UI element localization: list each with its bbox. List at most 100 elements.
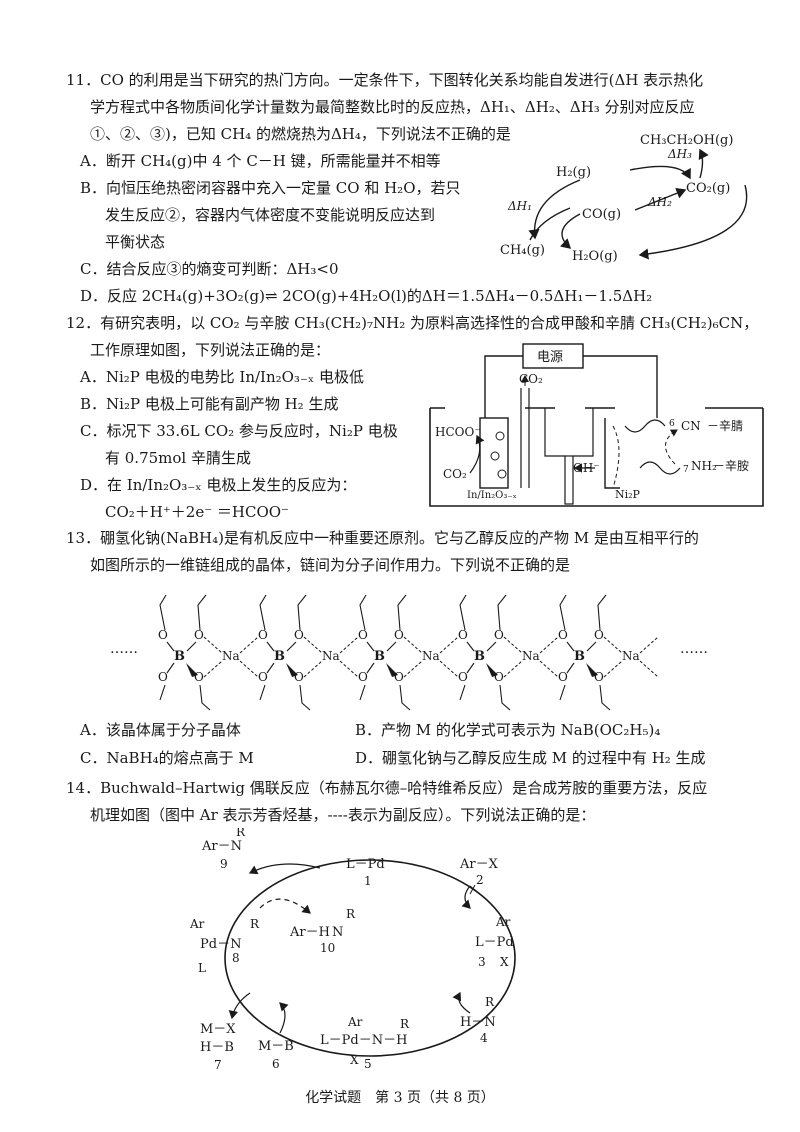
q11-h2-label: H₂(g) xyxy=(556,165,591,180)
q14-cmpd8: Pd－N xyxy=(200,937,241,952)
q12-tank xyxy=(429,408,764,507)
q14-num2: 2 xyxy=(476,873,484,887)
q14-num6: 6 xyxy=(272,1057,280,1071)
q12-wire-right xyxy=(583,355,658,418)
q14-mechanism-diagram: L－Pd 1 Ar－X 2 Ar L－Pd X 3 H－N R 4 Ar L－P… xyxy=(189,828,516,1072)
q12-option-c-cont: 有 0.75mol 辛腈生成 xyxy=(105,449,251,467)
q13-chain-diagram: …… …… O O O O B Na xyxy=(110,594,708,711)
q14-num1: 1 xyxy=(364,874,372,888)
q12-option-b: B．Ni₂P 电极上可能有副产物 H₂ 生成 xyxy=(80,395,339,413)
q13-o-label: O xyxy=(194,670,204,684)
q11-co2-label: CO₂(g) xyxy=(686,181,730,196)
q11-arrow-to-ch4 xyxy=(528,179,581,240)
q14-cmpd7-a: M－X xyxy=(200,1022,236,1037)
q12-option-d: D．在 In/In₂O₃₋ₓ 电极上发生的反应为： xyxy=(80,476,357,494)
q11-stem-line-2: 学方程式中各物质间化学计量数为最简整数比时的反应热，ΔH₁、ΔH₂、ΔH₃ 分别… xyxy=(90,98,695,116)
q12-amine-label: －辛胺 xyxy=(713,459,749,473)
q14-cmpd10: Ar－H xyxy=(289,925,330,940)
q14-cmpd5-x: X xyxy=(350,1053,359,1067)
q14-cmpd5-r: R xyxy=(400,1017,410,1031)
q14-num10: 10 xyxy=(320,941,335,955)
q14-cmpd3-ar: Ar xyxy=(495,915,511,929)
q14-stem-line-1: 14．Buchwald–Hartwig 偶联反应（布赫瓦尔德–哈特维希反应）是合… xyxy=(66,779,708,797)
q11-dh3-label: ΔH₃ xyxy=(667,147,692,161)
q11-option-c: C．结合反应③的熵变可判断：ΔH₃<0 xyxy=(80,260,339,278)
page-footer: 化学试题 第 3 页（共 8 页） xyxy=(305,1090,495,1106)
q12-co2-top-label: CO₂ xyxy=(519,372,543,386)
q12-option-c: C．标况下 33.6L CO₂ 参与反应时，Ni₂P 电极 xyxy=(80,422,398,440)
q14-cmpd4: H－N xyxy=(460,1015,496,1030)
q12-oh-label: OH⁻ xyxy=(573,461,600,475)
q13-o-label: O xyxy=(158,628,168,642)
q13-option-c: C．NaBH₄的熔点高于 M xyxy=(80,749,254,767)
q12-sub6: 6 xyxy=(669,419,675,429)
q14-catalytic-cycle xyxy=(224,859,516,1057)
q12-nh2-label: NH₂ xyxy=(691,459,717,473)
q14-cmpd8-r: R xyxy=(250,917,260,931)
q14-cmpd4-r: R xyxy=(485,995,495,1009)
q11-option-b: B．向恒压绝热密闭容器中充入一定量 CO 和 H₂O，若只 xyxy=(80,179,461,197)
q13-na-label: Na xyxy=(222,649,240,663)
q11-option-b-cont-2: 平衡状态 xyxy=(105,233,166,251)
q11-stem-line-1: 11．CO 的利用是当下研究的热门方向。一定条件下，下图转化关系均能自发进行(Δ… xyxy=(66,71,704,89)
q11-dh1-label: ΔH₁ xyxy=(507,199,532,213)
q11-arrow-ch4-branch xyxy=(529,207,571,241)
q13-o-label: O xyxy=(194,628,204,642)
q13-stem-line-2: 如图所示的一维链组成的晶体，链间为分子间作用力。下列说不正确的是 xyxy=(90,556,571,574)
q14-cmpd10-r: R xyxy=(346,907,356,921)
q14-cmpd8-l: L xyxy=(198,961,206,975)
q12-cn-label: CN xyxy=(681,419,701,433)
q14-num3: 3 xyxy=(478,955,486,969)
q12-stem-line-2: 工作原理如图，下列说法正确的是： xyxy=(90,341,331,359)
q14-cmpd9: Ar－N xyxy=(201,839,242,854)
q13-option-b: B．产物 M 的化学式可表示为 NaB(OC₂H₅)₄ xyxy=(355,721,661,739)
q14-cmpd10-n: N xyxy=(332,925,343,940)
q12-sub7: 7 xyxy=(683,465,689,475)
q14-num5: 5 xyxy=(364,1057,372,1071)
q11-co-label: CO(g) xyxy=(582,207,621,222)
q14-stem-line-2: 机理如图（图中 Ar 表示芳香烃基，----表示为副反应）。下列说法正确的是： xyxy=(90,806,596,824)
q11-arrow-h2-to-co2 xyxy=(629,165,691,180)
q12-ni2p-electrode xyxy=(604,418,620,489)
q11-ch4-label: CH₄(g) xyxy=(500,243,545,258)
q12-membrane xyxy=(564,455,574,505)
q12-ni2p-label: Ni₂P xyxy=(615,488,641,501)
q12-power-label: 电源 xyxy=(537,350,563,365)
q12-option-d-equation: CO₂＋H⁺＋2e⁻ ＝HCOO⁻ xyxy=(105,503,289,521)
q14-num9: 9 xyxy=(220,857,228,871)
q11-ethanol-label: CH₃CH₂OH(g) xyxy=(640,133,733,148)
q11-h2o-label: H₂O(g) xyxy=(572,249,618,264)
q14-cmpd3-x: X xyxy=(500,955,509,969)
q14-num7: 7 xyxy=(214,1058,222,1072)
q14-cmpd5-ar: Ar xyxy=(347,1015,363,1029)
q12-co2-left-label: CO₂ xyxy=(443,467,467,481)
q14-num8: 8 xyxy=(232,951,240,965)
q13-option-a: A．该晶体属于分子晶体 xyxy=(80,721,241,739)
q11-stem-line-3: ①、②、③)，已知 CH₄ 的燃烧热为ΔH₄，下列说法不正确的是 xyxy=(90,125,511,143)
q12-hcoo-label: HCOO⁻ xyxy=(435,425,481,439)
q12-electrolysis-diagram: 电源 CO₂ HCOO⁻ CO₂ In/In₂O₃₋ₓ OH⁻ 6 CN －辛腈… xyxy=(429,343,764,507)
q14-cmpd7-b: H－B xyxy=(200,1040,234,1055)
q14-side-reaction-arrow xyxy=(259,898,311,914)
q12-nitrile-label: －辛腈 xyxy=(707,419,743,433)
q14-cmpd9-r: R xyxy=(236,828,246,839)
q11-arrow-co2-to-h2o xyxy=(638,184,748,260)
q14-cmpd1: L－Pd xyxy=(346,857,385,872)
q12-wire-left xyxy=(484,355,523,418)
q11-option-b-cont-1: 发生反应②，容器内气体密度不变能说明反应达到 xyxy=(105,206,436,224)
q11-arrow-co2-to-ethanol xyxy=(698,148,709,179)
q13-o-label: O xyxy=(158,670,168,684)
q12-in-label: In/In₂O₃₋ₓ xyxy=(467,490,517,501)
q13-ellipsis-left: …… xyxy=(110,641,138,657)
q13-ellipsis-right: …… xyxy=(680,641,708,657)
q13-option-d: D．硼氢化钠与乙醇反应生成 M 的过程中有 H₂ 生成 xyxy=(355,749,706,767)
q11-option-d: D．反应 2CH₄(g)+3O₂(g)⇌ 2CO(g)+4H₂O(l)的ΔH＝1… xyxy=(80,287,653,305)
q14-cmpd5: L－Pd－N－H xyxy=(320,1033,407,1048)
q11-dh2-label: ΔH₂ xyxy=(647,195,672,209)
q12-in-electrode xyxy=(479,417,509,489)
q12-option-a: A．Ni₂P 电极的电势比 In/In₂O₃₋ₓ 电极低 xyxy=(80,368,364,386)
q14-cmpd3: L－Pd xyxy=(475,935,514,950)
q11-arrow-co-to-co2 xyxy=(634,187,687,211)
q14-cmpd2: Ar－X xyxy=(459,857,499,872)
q14-cmpd6: M－B xyxy=(258,1039,294,1054)
